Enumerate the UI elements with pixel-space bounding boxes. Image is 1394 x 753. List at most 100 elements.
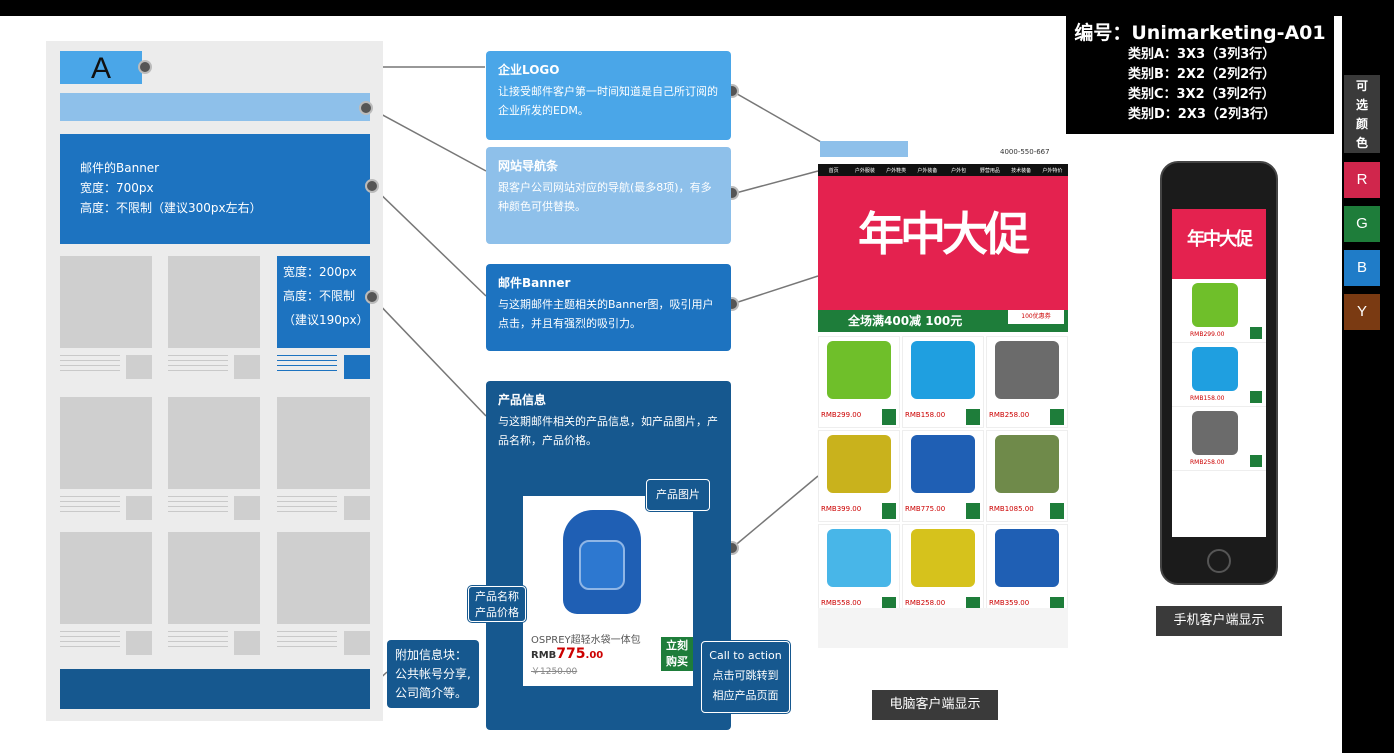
nav-item[interactable]: 首页 bbox=[828, 167, 839, 174]
buy-button[interactable] bbox=[882, 409, 896, 425]
buy-label: 购买 bbox=[666, 655, 688, 668]
callout-title: 企业LOGO bbox=[498, 63, 560, 77]
desktop-product-cell[interactable]: RMB399.00 bbox=[818, 430, 900, 522]
desktop-logo-placeholder bbox=[820, 141, 908, 157]
desktop-product-cell[interactable]: RMB359.00 bbox=[986, 524, 1068, 616]
info-note-line: 公共帐号分享, bbox=[395, 667, 471, 681]
product-thumbnail bbox=[827, 529, 891, 587]
desktop-banner[interactable]: 年中大促 100优惠券 全场满400减 100元 bbox=[818, 176, 1068, 332]
product-thumbnail bbox=[827, 435, 891, 493]
code-line: 类别D：2X3（2列3行） bbox=[1128, 107, 1276, 122]
info-note: 附加信息块： 公共帐号分享, 公司简介等。 bbox=[387, 640, 479, 708]
product-thumbnail bbox=[911, 435, 975, 493]
coupon[interactable]: 100优惠券 bbox=[1008, 310, 1064, 324]
product-thumbnail bbox=[1192, 283, 1238, 327]
phone-banner: 年中大促 bbox=[1172, 209, 1266, 279]
callout-body: 与这期邮件主题相关的Banner图，吸引用户点击，并且有强烈的吸引力。 bbox=[498, 298, 714, 330]
product-price: RMB299.00 bbox=[1190, 331, 1225, 338]
product-card[interactable]: OSPREY超轻水袋一体包 RMB775.00 ￥1250.00 立刻 购买 bbox=[523, 496, 693, 686]
desktop-product-cell[interactable]: RMB1085.00 bbox=[986, 430, 1068, 522]
wireframe-product-image bbox=[168, 397, 260, 489]
wireframe-text-lines bbox=[168, 355, 228, 371]
wireframe-text-lines bbox=[168, 496, 228, 512]
buy-button[interactable] bbox=[1250, 327, 1262, 339]
wireframe-buy-button bbox=[234, 496, 260, 520]
wireframe-text-lines bbox=[168, 631, 228, 647]
code-line: 类别B：2X2（2列2行） bbox=[1128, 67, 1276, 82]
desktop-product-cell[interactable]: RMB775.00 bbox=[902, 430, 984, 522]
info-note-line: 附加信息块： bbox=[395, 648, 468, 662]
desktop-product-cell[interactable]: RMB258.00 bbox=[902, 524, 984, 616]
callout-title: 网站导航条 bbox=[498, 159, 559, 173]
callout-body: 让接受邮件客户第一时间知道是自己所订阅的企业所发的EDM。 bbox=[498, 85, 718, 117]
color-swatch-g[interactable]: G bbox=[1344, 206, 1380, 242]
product-thumbnail bbox=[995, 341, 1059, 399]
product-price: RMB1085.00 bbox=[989, 505, 1034, 513]
color-swatch-b[interactable]: B bbox=[1344, 250, 1380, 286]
callout-nav: 网站导航条 跟客户公司网站对应的导航(最多8项)，有多种颜色可供替换。 bbox=[486, 147, 731, 244]
wireframe-banner: 邮件的Banner 宽度：700px 高度：不限制（建议300px左右） bbox=[60, 134, 370, 244]
product-thumbnail bbox=[911, 341, 975, 399]
wireframe-nav bbox=[60, 93, 370, 121]
wireframe-buy-button bbox=[126, 631, 152, 655]
nav-item[interactable]: 野营用品 bbox=[979, 167, 1000, 174]
buy-button[interactable] bbox=[1050, 409, 1064, 425]
buy-now-button[interactable]: 立刻 购买 bbox=[661, 637, 693, 671]
color-label: 可选颜色 bbox=[1344, 75, 1380, 153]
wireframe-product-image bbox=[277, 397, 370, 489]
nav-item[interactable]: 户外包 bbox=[951, 167, 967, 174]
wireframe-text-lines bbox=[60, 496, 120, 512]
banner-line: 高度：不限制（建议300px左右） bbox=[80, 201, 262, 215]
desktop-phone-number: 4000-550-667 bbox=[1000, 148, 1050, 156]
desktop-product-cell[interactable]: RMB158.00 bbox=[902, 336, 984, 428]
desktop-product-cell[interactable]: RMB558.00 bbox=[818, 524, 900, 616]
phone-product-item[interactable]: RMB158.00 bbox=[1172, 343, 1266, 407]
wireframe-text-lines bbox=[60, 631, 120, 647]
nav-item[interactable]: 户外鞋类 bbox=[886, 167, 907, 174]
buy-button[interactable] bbox=[966, 409, 980, 425]
spec-line: （建议190px） bbox=[283, 313, 369, 327]
product-name: OSPREY超轻水袋一体包 bbox=[531, 635, 641, 646]
code-line: 类别A：3X3（3列3行） bbox=[1128, 47, 1276, 62]
wireframe-product-image bbox=[60, 397, 152, 489]
nav-item[interactable]: 户外特价 bbox=[1042, 167, 1063, 174]
banner-line: 邮件的Banner bbox=[80, 161, 160, 175]
buy-button[interactable] bbox=[1250, 391, 1262, 403]
product-price: RMB258.00 bbox=[905, 599, 946, 607]
wireframe-footer bbox=[60, 669, 370, 709]
tag-line: 相应产品页面 bbox=[712, 689, 779, 702]
wireframe-text-lines bbox=[277, 496, 337, 512]
nav-item[interactable]: 技术装备 bbox=[1011, 167, 1032, 174]
product-thumbnail bbox=[995, 435, 1059, 493]
desktop-product-cell[interactable]: RMB258.00 bbox=[986, 336, 1068, 428]
spec-line: 高度：不限制 bbox=[283, 289, 356, 303]
home-button-icon bbox=[1207, 549, 1231, 573]
buy-button[interactable] bbox=[1250, 455, 1262, 467]
callout-body: 跟客户公司网站对应的导航(最多8项)，有多种颜色可供替换。 bbox=[498, 181, 712, 213]
phone-product-item[interactable]: RMB299.00 bbox=[1172, 279, 1266, 343]
wireframe-logo: A bbox=[60, 51, 142, 85]
nav-item[interactable]: 户外装备 bbox=[917, 167, 938, 174]
banner-headline: 年中大促 bbox=[858, 207, 1030, 261]
buy-button[interactable] bbox=[966, 503, 980, 519]
code-title: 编号：Unimarketing-A01 bbox=[1074, 22, 1326, 44]
phone-product-item[interactable]: RMB258.00 bbox=[1172, 407, 1266, 471]
mobile-label: 手机客户端显示 bbox=[1156, 606, 1282, 636]
wireframe-buy-button bbox=[126, 355, 152, 379]
product-thumbnail bbox=[1192, 347, 1238, 391]
buy-button[interactable] bbox=[882, 503, 896, 519]
wireframe-text-lines bbox=[60, 355, 120, 371]
color-swatch-r[interactable]: R bbox=[1344, 162, 1380, 198]
callout-body: 与这期邮件相关的产品信息，如产品图片，产品名称，产品价格。 bbox=[498, 415, 718, 447]
wireframe-product-image bbox=[60, 532, 152, 624]
product-old-price: ￥1250.00 bbox=[531, 667, 578, 677]
desktop-product-cell[interactable]: RMB299.00 bbox=[818, 336, 900, 428]
buy-button[interactable] bbox=[1050, 503, 1064, 519]
product-price: RMB775.00 bbox=[905, 505, 946, 513]
nav-item[interactable]: 户外服装 bbox=[854, 167, 875, 174]
color-swatch-y[interactable]: Y bbox=[1344, 294, 1380, 330]
info-note-line: 公司简介等。 bbox=[395, 686, 468, 700]
